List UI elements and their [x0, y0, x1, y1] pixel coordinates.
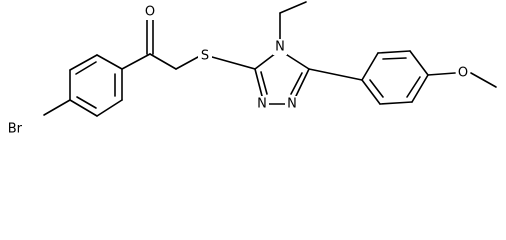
bond: [308, 68, 363, 81]
bond: [96, 54, 123, 70]
bond: [382, 57, 407, 60]
bond: [76, 96, 97, 109]
bond: [149, 53, 177, 70]
sulfur-label: S: [201, 49, 209, 64]
bond: [470, 72, 497, 88]
bond: [295, 68, 310, 97]
atom-label-nitrogen-2: N: [255, 96, 269, 112]
molecule-structure: O Br S N N N O: [0, 1, 497, 137]
bromophenyl-ring: [69, 54, 123, 117]
bond: [279, 1, 307, 14]
methoxyphenyl-ring: [361, 50, 429, 105]
nitrogen-label: N: [257, 97, 267, 112]
bond: [96, 99, 123, 117]
nitrogen-label: N: [287, 97, 297, 112]
bond: [290, 72, 303, 95]
bond: [361, 52, 379, 81]
bond: [69, 99, 98, 117]
bond: [369, 79, 384, 98]
bond: [43, 99, 71, 116]
bond: [69, 54, 98, 71]
bond: [211, 56, 256, 70]
bond: [411, 74, 429, 103]
atom-label-oxygen-methoxy: O: [456, 65, 470, 81]
atom-label-bromine: Br: [0, 121, 24, 137]
atom-label-oxygen-carbonyl: O: [143, 4, 157, 20]
triazole-ring: [254, 52, 310, 105]
bond: [254, 52, 277, 70]
bromine-label: Br: [8, 122, 23, 137]
bond: [377, 50, 411, 54]
atom-label-nitrogen-1: N: [285, 96, 299, 112]
atom-label-nitrogen-4: N: [273, 39, 287, 55]
oxygen-label: O: [145, 5, 155, 20]
bond: [406, 76, 421, 98]
bond: [409, 50, 429, 76]
bond: [283, 52, 310, 70]
bond: [427, 72, 456, 76]
bond: [379, 101, 413, 105]
oxygen-label: O: [458, 66, 468, 81]
bond: [121, 53, 151, 70]
bond: [254, 68, 263, 97]
nitrogen-label: N: [275, 40, 285, 55]
bond: [175, 56, 199, 70]
bond: [260, 71, 268, 95]
atom-label-sulfur: S: [198, 48, 212, 64]
bond: [75, 61, 97, 75]
bond: [361, 79, 381, 105]
